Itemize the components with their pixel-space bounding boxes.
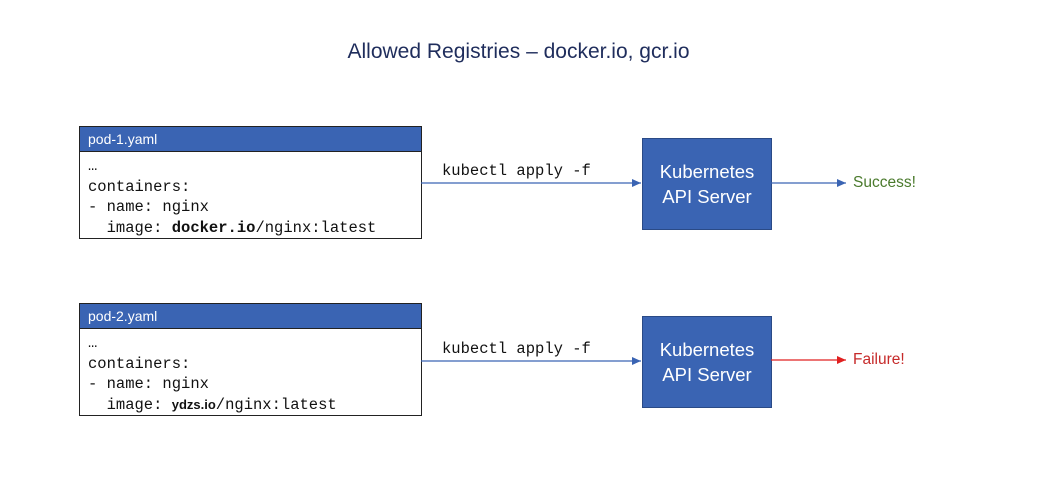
api-server-box: Kubernetes API Server (642, 138, 772, 230)
ellipsis-line: … (88, 334, 98, 352)
image-suffix: /nginx:latest (215, 395, 337, 414)
file-header: pod-1.yaml (80, 127, 421, 152)
image-suffix: /nginx:latest (255, 218, 377, 237)
kubectl-command: kubectl apply -f (442, 162, 591, 180)
server-label-line2: API Server (662, 364, 752, 385)
containers-line: containers: (88, 354, 191, 373)
pod-2-yaml-file: pod-2.yaml … containers: - name: nginx i… (79, 303, 422, 416)
registry-name: ydzs.io (171, 396, 216, 412)
failure-result: Failure! (853, 351, 905, 368)
file-content: … containers: - name: nginx image: docke… (80, 152, 421, 238)
server-label-line1: Kubernetes (659, 161, 755, 182)
file-content: … containers: - name: nginx image: ydzs.… (80, 329, 421, 415)
success-result: Success! (853, 174, 916, 191)
api-server-box: Kubernetes API Server (642, 316, 772, 408)
containers-line: containers: (88, 177, 191, 196)
server-label-line2: API Server (662, 186, 752, 207)
kubectl-command: kubectl apply -f (442, 340, 591, 358)
name-line: - name: nginx (88, 198, 209, 216)
diagram-title: Allowed Registries – docker.io, gcr.io (347, 40, 690, 63)
image-prefix: image: (88, 218, 172, 237)
ellipsis-line: … (88, 157, 98, 175)
registry-name: docker.io (171, 218, 256, 237)
image-prefix: image: (88, 395, 172, 414)
name-line: - name: nginx (88, 375, 209, 393)
file-header: pod-2.yaml (80, 304, 421, 329)
server-label-line1: Kubernetes (659, 339, 755, 360)
